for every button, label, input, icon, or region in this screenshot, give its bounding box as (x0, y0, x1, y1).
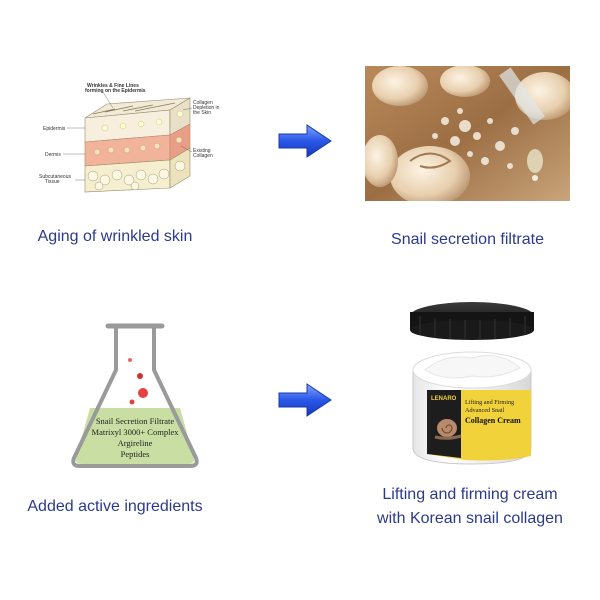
caption-active-ingredients: Added active ingredients (27, 498, 203, 515)
product-line-3: Collagen Cream (465, 416, 521, 425)
label-wrinkles-2: forming on the Epidermis (85, 88, 146, 94)
flask-line-2: Matrixyl 3000+ Complex (92, 427, 180, 437)
label-subcutaneous-2: Tissue (45, 179, 60, 185)
label-epidermis: Epidermis (43, 126, 66, 132)
label-existing-collagen: Existing (193, 148, 211, 154)
label-collagen-depletion: Collagen (193, 100, 213, 106)
collagen-cream-jar: LENARO Lifting and Firming Advanced Snai… (410, 302, 534, 465)
label-dermis: Dermis (45, 152, 61, 158)
label-wrinkles: Wrinkles & Fine Lines (87, 83, 139, 89)
snail-secretion-photo (365, 66, 570, 201)
label-subcutaneous: Subcutaneous (39, 174, 71, 180)
label-collagen-depletion-2: Depletion in (193, 105, 220, 111)
caption-aging-skin: Aging of wrinkled skin (37, 228, 193, 245)
caption-lifting-cream: Lifting and firming cream with Korean sn… (355, 483, 585, 531)
skin-aging-diagram: Wrinkles & Fine Lines forming on the Epi… (39, 83, 220, 193)
caption-lifting-cream-line1: Lifting and firming cream (382, 486, 558, 503)
label-existing-collagen-2: Collagen (193, 153, 213, 159)
flask-line-4: Peptides (121, 449, 150, 459)
caption-lifting-cream-line2: with Korean snail collagen (377, 510, 563, 527)
caption-snail-secretion: Snail secretion filtrate (391, 231, 544, 248)
right-arrow-icon (278, 383, 332, 417)
brand-label: LENARO (431, 396, 457, 402)
ingredient-flask: Snail Secretion Filtrate Matrixyl 3000+ … (71, 323, 199, 468)
flask-line-3: Argireline (118, 438, 153, 448)
product-line-2: Advanced Snail (465, 407, 505, 414)
label-collagen-depletion-3: the Skin (193, 110, 211, 116)
flask-line-1: Snail Secretion Filtrate (96, 416, 175, 426)
product-line-1: Lifting and Firming (465, 399, 514, 406)
right-arrow-icon (278, 124, 332, 158)
